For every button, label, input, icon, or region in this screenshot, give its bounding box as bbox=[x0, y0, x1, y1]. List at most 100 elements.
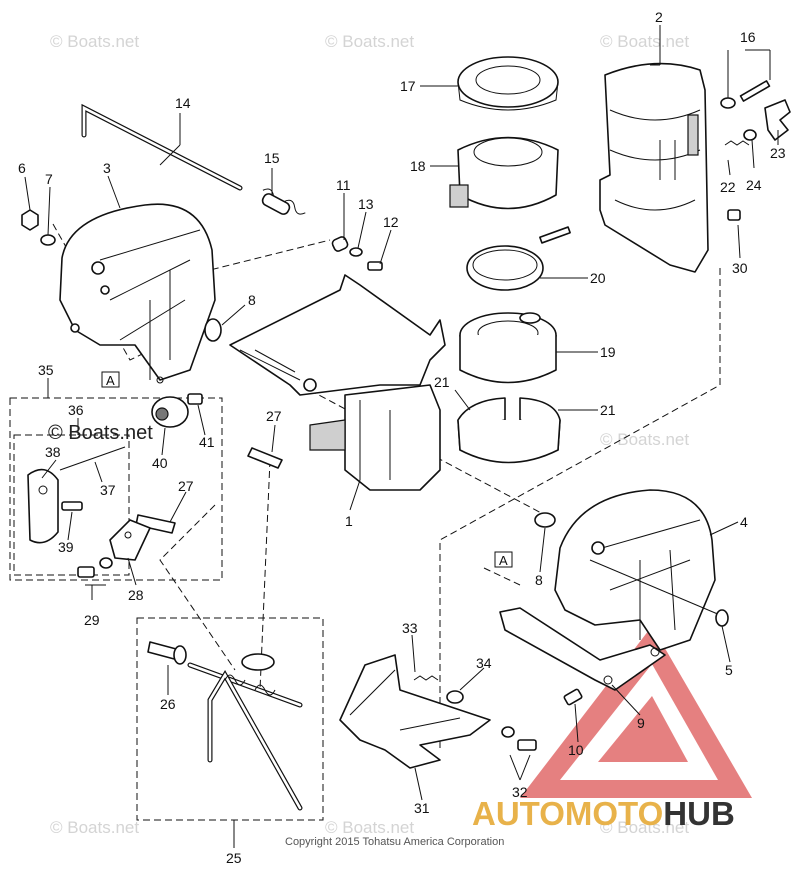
part-27-pin bbox=[247, 447, 283, 469]
callout-6: 6 bbox=[18, 160, 26, 176]
watermark: © Boats.net bbox=[600, 818, 690, 837]
callout-15: 15 bbox=[264, 150, 280, 166]
part-29-bolt bbox=[77, 566, 95, 578]
part-20-band-clamp bbox=[466, 226, 571, 291]
part-31-reverse-lock bbox=[339, 654, 491, 769]
part-32-bolt-washer bbox=[501, 726, 537, 751]
callout-3: 3 bbox=[103, 160, 111, 176]
part-1-swivel-bracket bbox=[229, 274, 446, 491]
brand-triangle-icon bbox=[520, 626, 752, 798]
leader-lines bbox=[24, 25, 779, 848]
callout-2: 2 bbox=[655, 9, 663, 25]
assembly-line bbox=[439, 268, 721, 750]
callout-4: 4 bbox=[740, 514, 748, 530]
callout-1: 1 bbox=[345, 513, 353, 529]
part-24-washer bbox=[743, 129, 757, 141]
brand-logo-part1: AUTOMOTO bbox=[472, 795, 664, 832]
callout-21: 21 bbox=[600, 402, 616, 418]
callout-33: 33 bbox=[402, 620, 418, 636]
part-10-bolt bbox=[563, 688, 583, 706]
part-15-spring bbox=[261, 188, 306, 215]
callout-16: 16 bbox=[740, 29, 756, 45]
callout-24: 24 bbox=[746, 177, 762, 193]
ref-box-a bbox=[101, 371, 120, 388]
callout-19: 19 bbox=[600, 344, 616, 360]
part-30-screw bbox=[727, 209, 741, 221]
part-22-spring bbox=[724, 140, 750, 146]
part-16-bolt bbox=[720, 80, 771, 109]
callout-26: 26 bbox=[160, 696, 176, 712]
part-8-washer bbox=[534, 512, 556, 528]
callout-30: 30 bbox=[732, 260, 748, 276]
callout-numbers: 14 15 11 13 12 6 7 3 8 17 18 2 16 23 22 … bbox=[18, 9, 786, 866]
callout-31: 31 bbox=[414, 800, 430, 816]
part-14-tilt-rod bbox=[81, 103, 243, 191]
callout-10: 10 bbox=[568, 742, 584, 758]
part-3-clamp-bracket bbox=[59, 203, 216, 384]
watermark: © Boats.net bbox=[50, 818, 140, 837]
callout-22: 22 bbox=[720, 179, 736, 195]
part-29-washer bbox=[99, 557, 113, 569]
part-6-nut bbox=[21, 209, 39, 231]
callout-13: 13 bbox=[358, 196, 374, 212]
callout-7: 7 bbox=[45, 171, 53, 187]
callout-40: 40 bbox=[152, 455, 168, 471]
part-5-bolt bbox=[589, 559, 729, 627]
part-9-stopper-plate bbox=[499, 607, 666, 691]
group-box-36 bbox=[13, 434, 130, 576]
callout-5: 5 bbox=[725, 662, 733, 678]
callout-8: 8 bbox=[248, 292, 256, 308]
callout-28: 28 bbox=[128, 587, 144, 603]
ref-box-a bbox=[494, 551, 513, 568]
part-39-screw bbox=[61, 501, 83, 511]
watermark: © Boats.net bbox=[600, 32, 690, 51]
callout-25: 25 bbox=[226, 850, 242, 866]
brand-logo: AUTOMOTOHUB bbox=[472, 795, 735, 833]
group-box-25 bbox=[136, 617, 324, 821]
part-34-bushing bbox=[446, 690, 464, 704]
part-2-swivel-case bbox=[599, 62, 709, 273]
part-33-spring bbox=[413, 675, 439, 681]
callout-8: 8 bbox=[535, 572, 543, 588]
part-23-lock-lever bbox=[764, 99, 791, 141]
part-27-pin bbox=[135, 514, 176, 534]
part-28-bracket bbox=[109, 519, 151, 561]
part-11-bushing bbox=[331, 236, 349, 252]
part-13-washer bbox=[349, 247, 363, 257]
callout-20: 20 bbox=[590, 270, 606, 286]
part-37-bolt bbox=[59, 446, 126, 471]
callout-35: 35 bbox=[38, 362, 54, 378]
callout-14: 14 bbox=[175, 95, 191, 111]
callout-21: 21 bbox=[434, 374, 450, 390]
part-4-clamp-bracket bbox=[554, 489, 716, 651]
callout-27: 27 bbox=[266, 408, 282, 424]
part-7-washer bbox=[40, 234, 56, 246]
part-18-bushing bbox=[449, 136, 559, 210]
callout-29: 29 bbox=[84, 612, 100, 628]
watermark: © Boats.net bbox=[50, 32, 140, 51]
part-19-bushing bbox=[459, 312, 557, 384]
watermark: © Boats.net bbox=[325, 818, 415, 837]
assembly-line bbox=[52, 223, 213, 361]
part-41-screw bbox=[187, 393, 203, 405]
watermark: © Boats.net bbox=[325, 32, 415, 51]
callout-36: 36 bbox=[68, 402, 84, 418]
assembly-line bbox=[159, 504, 236, 671]
callout-18: 18 bbox=[410, 158, 426, 174]
assembly-line bbox=[483, 567, 521, 586]
part-40-knob bbox=[151, 396, 189, 428]
callout-9: 9 bbox=[637, 715, 645, 731]
callout-41: 41 bbox=[199, 434, 215, 450]
part-26-pin bbox=[147, 641, 187, 665]
group-box-35 bbox=[9, 397, 223, 581]
assembly-line bbox=[259, 459, 271, 691]
ref-label-a: A bbox=[106, 373, 115, 388]
part-25-tilt-lever bbox=[187, 653, 303, 811]
ref-label-a: A bbox=[499, 553, 508, 568]
watermark-dark: © Boats.net bbox=[48, 422, 153, 444]
callout-23: 23 bbox=[770, 145, 786, 161]
callout-32: 32 bbox=[512, 784, 528, 800]
callout-37: 37 bbox=[100, 482, 116, 498]
